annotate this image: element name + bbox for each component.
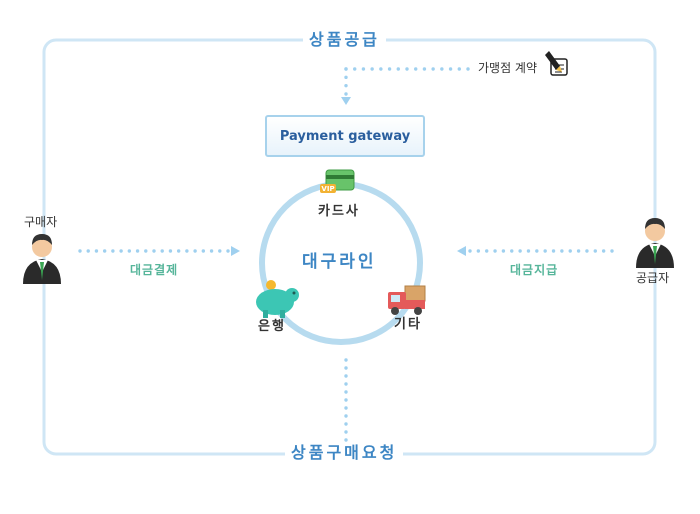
connector-dot bbox=[344, 382, 348, 386]
connector-dot bbox=[344, 92, 348, 96]
connector-dot bbox=[94, 249, 99, 253]
buyer-person-icon bbox=[23, 234, 61, 284]
supplier-label: 공급자 bbox=[636, 271, 670, 285]
connector-dot bbox=[585, 249, 589, 253]
connector-dot bbox=[344, 430, 348, 434]
payout-label: 대금지급 bbox=[510, 263, 559, 277]
credit-card-icon: VIP bbox=[320, 169, 355, 193]
card-vip-badge: VIP bbox=[321, 185, 334, 193]
payment-arrowhead bbox=[231, 246, 240, 256]
connector-dot bbox=[135, 249, 140, 253]
contract-label: 가맹점 계약 bbox=[478, 61, 538, 75]
connector-dot bbox=[344, 422, 348, 426]
connector-dot bbox=[576, 249, 581, 253]
connector-dot bbox=[396, 67, 400, 71]
connector-dot bbox=[344, 374, 348, 378]
connector-dot bbox=[344, 438, 348, 442]
other-label: 기타 bbox=[394, 317, 422, 332]
connector-dot bbox=[440, 67, 444, 71]
connector-dot bbox=[466, 67, 470, 71]
contract-arrowhead bbox=[341, 97, 351, 105]
connector-dot bbox=[448, 67, 453, 71]
connector-dot bbox=[551, 249, 556, 253]
connector-dot bbox=[344, 366, 348, 370]
truck-icon bbox=[388, 285, 426, 315]
connector-dot bbox=[485, 249, 489, 253]
bottom-label: 상품구매요청 bbox=[285, 445, 404, 461]
connector-dot bbox=[144, 249, 148, 253]
payment-gateway-label: Payment gateway bbox=[279, 128, 411, 144]
connector-dot bbox=[431, 67, 435, 71]
connector-dot bbox=[168, 249, 173, 253]
connector-dot bbox=[468, 249, 472, 253]
buyer-label: 구매자 bbox=[24, 215, 58, 229]
connector-dot bbox=[344, 406, 348, 410]
connector-dot bbox=[78, 249, 82, 253]
connector-dot bbox=[344, 83, 348, 88]
connector-dot bbox=[344, 398, 348, 402]
connector-dot bbox=[414, 67, 418, 71]
payment-label: 대금결제 bbox=[130, 263, 179, 277]
connector-dot bbox=[457, 67, 461, 71]
connector-dot bbox=[344, 390, 348, 394]
connector-dot bbox=[610, 249, 614, 253]
connector-dot bbox=[526, 249, 531, 253]
connector-dot bbox=[593, 249, 597, 253]
connector-dot bbox=[127, 249, 132, 253]
connector-dot bbox=[560, 249, 564, 253]
connector-dot bbox=[387, 67, 392, 71]
connector-dot bbox=[160, 249, 164, 253]
connector-dot bbox=[111, 249, 115, 253]
connector-dot bbox=[152, 249, 156, 253]
connector-dot bbox=[405, 67, 409, 71]
connector-dot bbox=[353, 67, 357, 71]
connector-dot bbox=[344, 67, 348, 71]
bank-label: 은행 bbox=[258, 319, 286, 334]
connector-dot bbox=[209, 249, 214, 253]
top-label: 상품공급 bbox=[303, 32, 386, 48]
connector-dot bbox=[422, 67, 427, 71]
connector-dot bbox=[568, 249, 572, 253]
connector-dot bbox=[344, 358, 348, 362]
connector-dot bbox=[201, 249, 206, 253]
connector-dot bbox=[510, 249, 514, 253]
piggy-bank-icon bbox=[256, 280, 299, 318]
connector-dot bbox=[370, 67, 374, 71]
contract-pen-icon bbox=[545, 51, 568, 76]
connector-dot bbox=[193, 249, 197, 253]
connector-dot bbox=[543, 249, 547, 253]
card-company-label: 카드사 bbox=[318, 204, 360, 219]
connector-dot bbox=[601, 249, 606, 253]
connector-dot bbox=[176, 249, 181, 253]
connector-dot bbox=[501, 249, 506, 253]
connector-dot bbox=[476, 249, 481, 253]
connector-dot bbox=[226, 249, 230, 253]
connector-dot bbox=[119, 249, 123, 253]
connector-dot bbox=[218, 249, 222, 253]
dotted-connectors bbox=[78, 67, 614, 442]
center-label: 대구라인 bbox=[302, 252, 377, 272]
connector-dot bbox=[86, 249, 90, 253]
outer-frame bbox=[42, 38, 657, 456]
connector-dot bbox=[518, 249, 522, 253]
connector-dot bbox=[379, 67, 383, 71]
connector-dot bbox=[361, 67, 366, 71]
connector-dot bbox=[185, 249, 189, 253]
connector-dot bbox=[344, 75, 348, 80]
payment-gateway-box: Payment gateway bbox=[265, 115, 425, 157]
payout-arrowhead bbox=[457, 246, 466, 256]
connector-dot bbox=[344, 414, 348, 418]
connector-dot bbox=[102, 249, 107, 253]
supplier-person-icon bbox=[636, 218, 674, 268]
connector-dot bbox=[535, 249, 539, 253]
connector-dot bbox=[493, 249, 497, 253]
